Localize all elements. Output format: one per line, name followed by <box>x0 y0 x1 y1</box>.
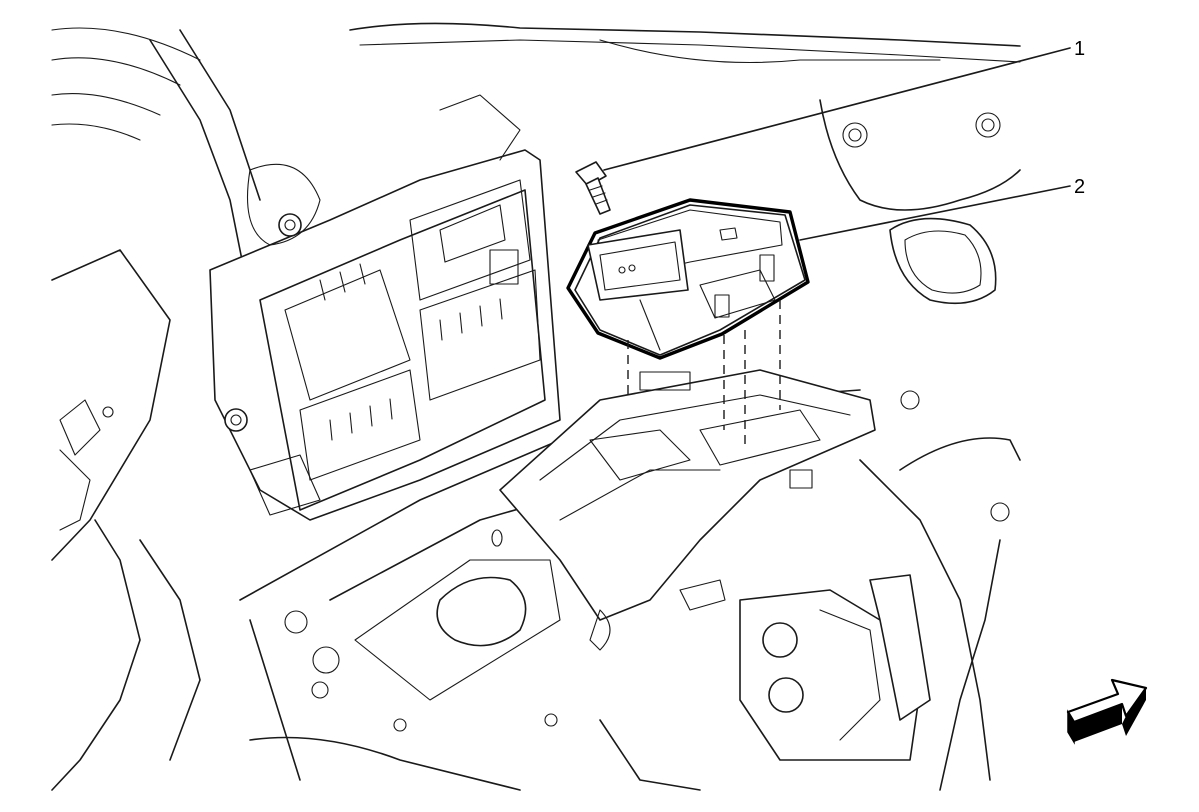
callout-1-label: 1 <box>1074 38 1085 60</box>
forward-arrow-icon <box>1066 678 1148 745</box>
mounting-bracket <box>499 369 876 651</box>
callout-leaders <box>603 47 1071 241</box>
junction-block <box>209 94 561 521</box>
callout-2-label: 2 <box>1074 176 1085 198</box>
installation-guide-lines <box>627 300 781 445</box>
bolt <box>575 161 611 215</box>
control-module <box>566 198 810 360</box>
